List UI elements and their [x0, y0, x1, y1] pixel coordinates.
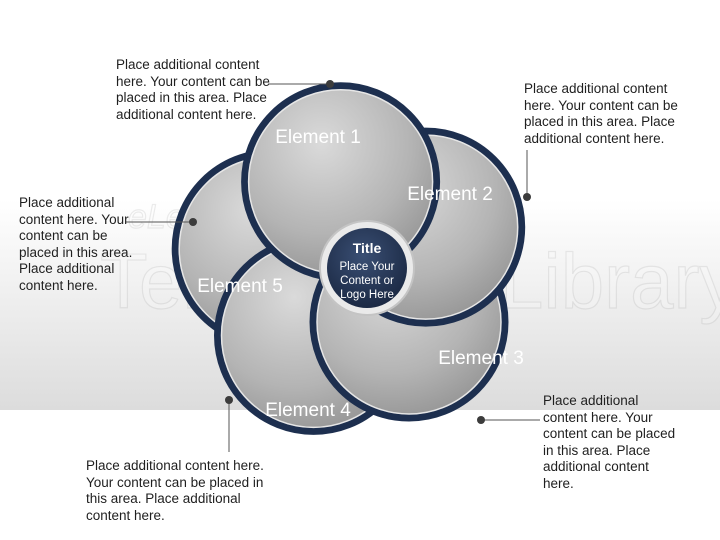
bullet-2 [523, 193, 531, 201]
callout-element-3: Place additional content here. Your cont… [543, 393, 676, 491]
bullet-1 [326, 80, 334, 88]
petals [171, 82, 526, 435]
center-line-2: Content or [340, 275, 394, 287]
bullet-5 [189, 218, 197, 226]
leaders [126, 83, 540, 452]
callout-element-2: Place additional content here. Your cont… [524, 81, 678, 146]
element-3-label: Element 3 [438, 348, 524, 369]
center-line-1: Place Your [340, 261, 395, 273]
element-2-label: Element 2 [407, 184, 493, 205]
callout-element-5: Place additional content here. Your cont… [19, 195, 133, 293]
bullet-3 [477, 416, 485, 424]
watermark-library: Library [500, 237, 720, 325]
center-title: Title [353, 240, 382, 256]
element-1-label: Element 1 [275, 127, 361, 148]
callout-element-1: Place additional content here. Your cont… [116, 57, 270, 122]
element-5-label: Element 5 [197, 276, 283, 297]
callout-element-4: Place additional content here. Your cont… [86, 458, 264, 523]
element-4-label: Element 4 [265, 400, 351, 421]
center-line-3: Logo Here [340, 289, 394, 301]
center-disc: Title Place Your Content or Logo Here [319, 220, 415, 316]
bullet-4 [225, 396, 233, 404]
bullets [189, 80, 531, 424]
